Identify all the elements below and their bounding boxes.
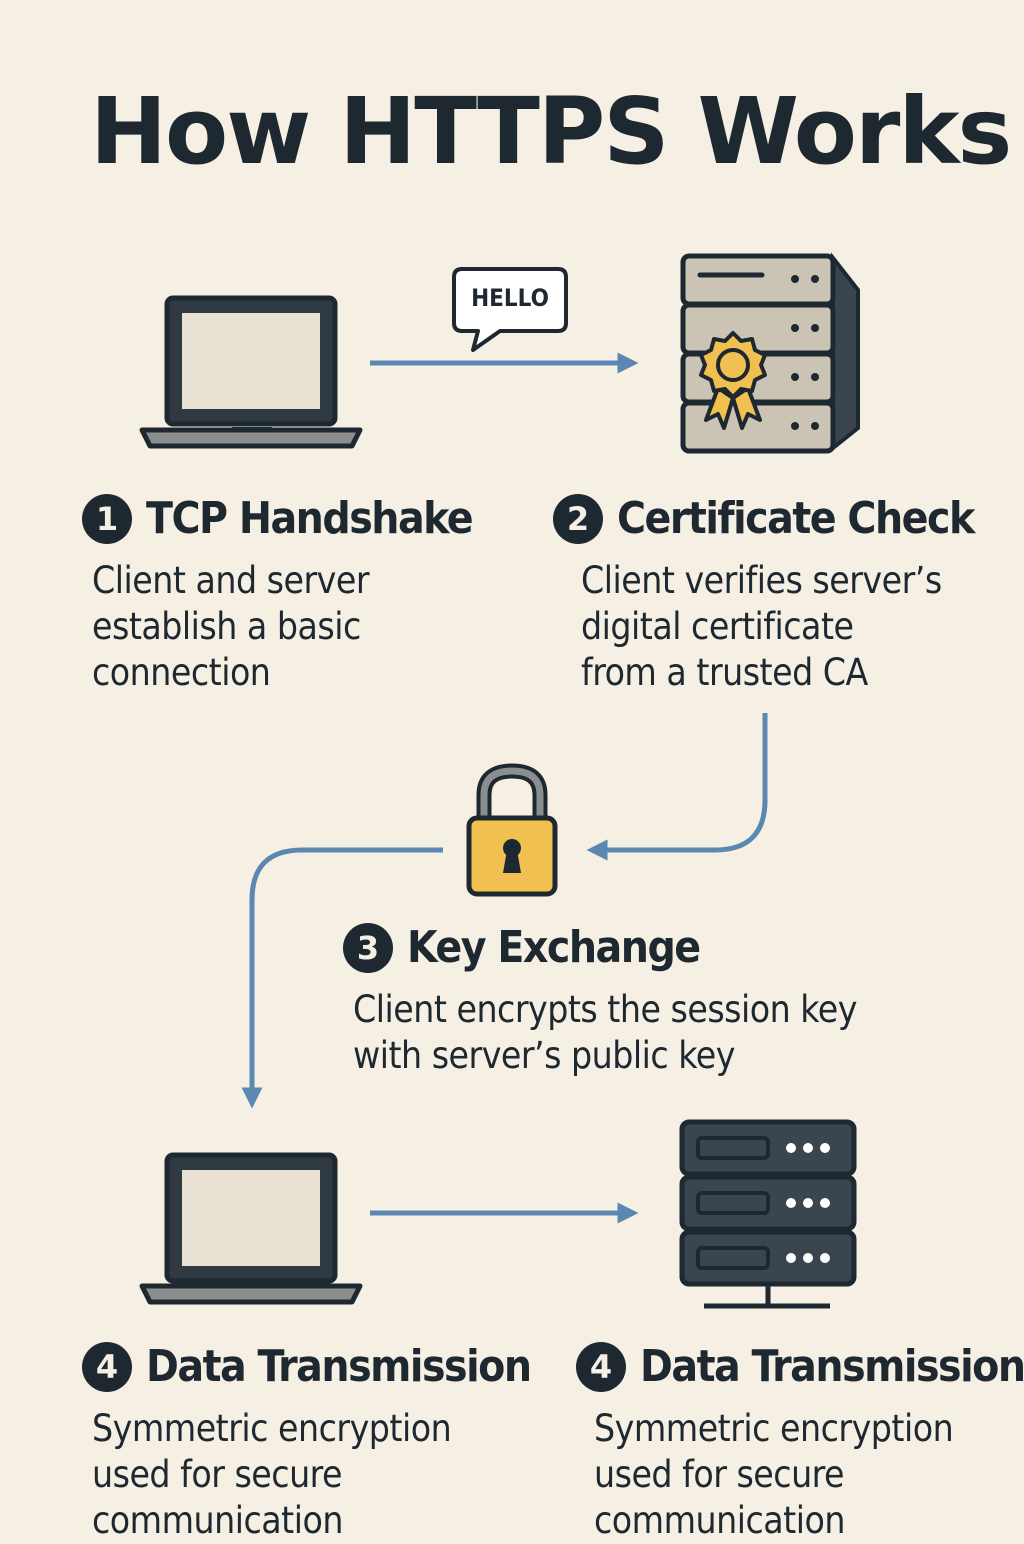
step-description: Client verifies server’s digital certifi…	[581, 558, 974, 696]
step-title: Data Transmission	[640, 1341, 1024, 1392]
step-number-badge: 2	[553, 493, 603, 544]
laptop-icon	[139, 295, 363, 449]
step-description-line: Symmetric encryption	[594, 1407, 954, 1450]
step-description-line: with server’s public key	[353, 1034, 735, 1077]
step-certificate-check: 2 Certificate Check Client verifies serv…	[553, 493, 975, 696]
arrow-to-laptop	[241, 847, 443, 1109]
arrow-to-lock	[586, 713, 768, 861]
step-description-line: used for secure	[92, 1453, 343, 1496]
step-description-line: from a trusted CA	[581, 651, 868, 694]
step-description-line: communication	[92, 1499, 343, 1542]
step-data-transmission-client: 4 Data Transmission Symmetric encryption…	[82, 1341, 532, 1544]
step-title: Certificate Check	[617, 493, 975, 544]
step-number-badge: 4	[82, 1341, 132, 1392]
step-description-line: establish a basic	[92, 605, 361, 648]
step-description-line: connection	[92, 651, 271, 694]
step-description-line: used for secure	[594, 1453, 845, 1496]
step-number-badge: 1	[82, 493, 132, 544]
step-description-line: Client and server	[92, 559, 370, 602]
step-description: Symmetric encryption used for secure com…	[92, 1406, 531, 1544]
server-certificate-icon	[680, 252, 860, 454]
step-data-transmission-server: 4 Data Transmission Symmetric encryption…	[576, 1341, 1024, 1544]
hello-label: HELLO	[471, 284, 549, 312]
step-description-line: digital certificate	[581, 605, 854, 648]
step-description-line: Client verifies server’s	[581, 559, 942, 602]
step-title: Data Transmission	[146, 1341, 532, 1392]
padlock-icon	[466, 763, 558, 897]
step-description: Client and server establish a basic conn…	[92, 558, 472, 696]
step-description-line: Client encrypts the session key	[353, 988, 857, 1031]
step-tcp-handshake: 1 TCP Handshake Client and server establ…	[82, 493, 474, 696]
step-title: Key Exchange	[407, 922, 701, 973]
step-description-line: Symmetric encryption	[92, 1407, 452, 1450]
step-key-exchange: 3 Key Exchange Client encrypts the sessi…	[343, 922, 857, 1079]
step-description: Symmetric encryption used for secure com…	[594, 1406, 1024, 1544]
laptop-icon	[139, 1152, 363, 1305]
server-icon	[679, 1119, 857, 1309]
step-description-line: communication	[594, 1499, 845, 1542]
step-number-badge: 4	[576, 1341, 626, 1392]
step-description: Client encrypts the session key with ser…	[353, 987, 857, 1079]
step-number-badge: 3	[343, 922, 393, 973]
speech-bubble-icon	[452, 267, 568, 352]
page-title: How HTTPS Works	[90, 78, 1012, 185]
step-title: TCP Handshake	[146, 493, 474, 544]
